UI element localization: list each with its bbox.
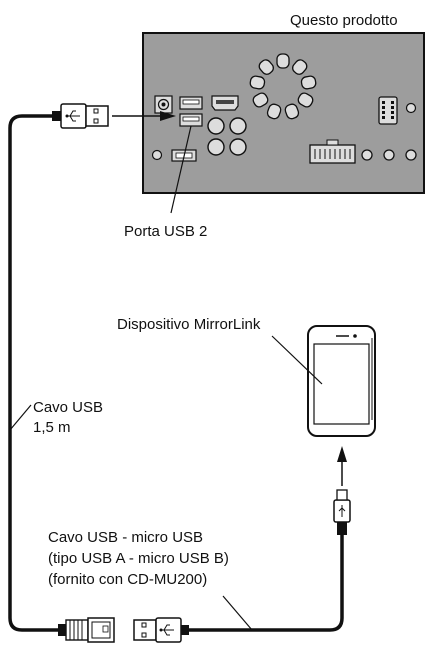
usb-port-2 (179, 113, 203, 127)
phone-insert-arrow (337, 446, 347, 486)
hdmi-port (211, 95, 239, 111)
device-label: Dispositivo MirrorLink (117, 316, 261, 333)
wiring-connector (309, 139, 356, 164)
micro-usb-cable (189, 535, 344, 632)
micro-cable-leader (222, 595, 253, 631)
usb-a-socket-bottom (58, 617, 115, 643)
multi-pin-connector (378, 96, 398, 125)
usb-port-label: Porta USB 2 (124, 223, 208, 240)
cable-usb-leader (9, 404, 32, 431)
fan-vent (249, 53, 317, 120)
antenna-jack (154, 95, 173, 114)
device-leader (271, 335, 323, 385)
micro-cable-label-line1: Cavo USB - micro USB (48, 529, 204, 546)
plug-in-arrow (112, 111, 176, 121)
micro-cable-label-line2: (tipo USB A - micro USB B) (48, 550, 229, 567)
rca-jacks (207, 117, 247, 156)
usb-cable (8, 114, 58, 632)
micro-cable-label-line3: (fornito con CD-MU200) (48, 571, 208, 588)
usb-a-plug-top (52, 103, 109, 129)
product-label: Questo prodotto (290, 12, 398, 29)
small-jack-left (151, 149, 163, 161)
head-unit-rear-panel (142, 32, 425, 194)
usb-a-plug-bottom (133, 617, 189, 643)
cable-usb-label-line1: Cavo USB (33, 399, 104, 416)
cable-usb-label-line2: 1,5 m (33, 419, 71, 436)
small-jacks-row (361, 149, 417, 161)
usb-port-leader (170, 125, 192, 214)
small-jack-right-top (405, 102, 417, 114)
micro-usb-plug (333, 489, 351, 535)
usb-port-1 (179, 96, 203, 110)
smartphone (307, 325, 376, 437)
